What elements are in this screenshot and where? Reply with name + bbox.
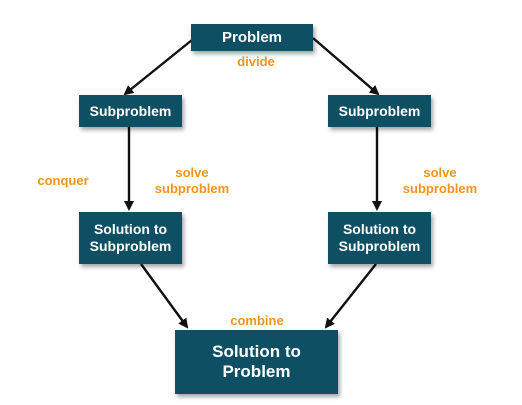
arrow-solution-right-to-final xyxy=(324,263,377,329)
node-subproblem-right: Subproblem xyxy=(328,95,431,127)
node-solution-to-problem: Solution to Problem xyxy=(175,330,338,394)
node-solution-subproblem-left: Solution to Subproblem xyxy=(79,212,182,264)
label-divide: divide xyxy=(237,54,275,69)
label-conquer: conquer xyxy=(37,173,89,188)
label-combine: combine xyxy=(230,313,284,328)
arrow-problem-to-subproblem-right xyxy=(312,37,380,96)
node-solution-subproblem-right: Solution to Subproblem xyxy=(328,212,431,264)
arrow-solution-left-to-final xyxy=(140,263,189,329)
label-solve-subproblem-left: solve subproblem xyxy=(154,165,230,197)
arrow-problem-to-subproblem-left xyxy=(123,39,193,96)
label-solve-subproblem-right: solve subproblem xyxy=(402,165,478,197)
node-problem: Problem xyxy=(191,24,313,51)
node-subproblem-left: Subproblem xyxy=(79,95,182,127)
